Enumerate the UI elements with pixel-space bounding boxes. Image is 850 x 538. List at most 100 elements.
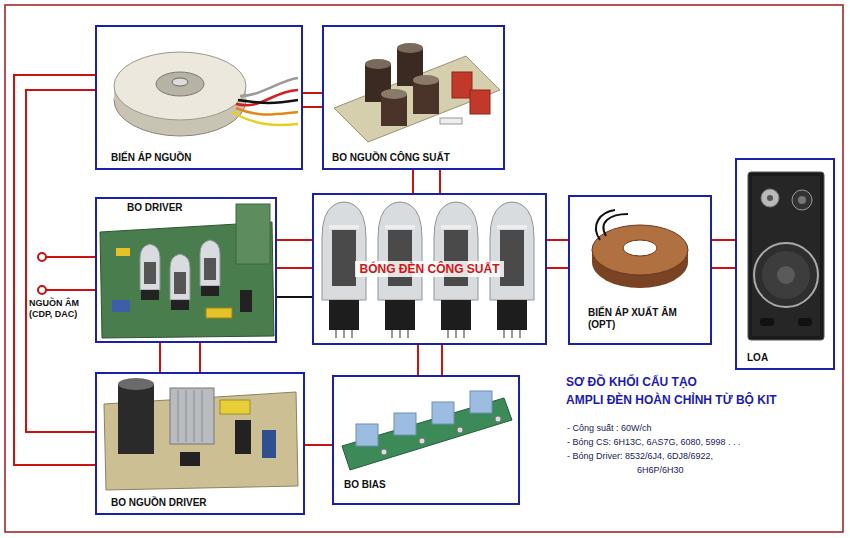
bias-board-photo	[419, 438, 425, 444]
driver-power-board-photo	[220, 400, 250, 414]
toroid-transformer-photo	[236, 90, 298, 105]
driver-power-board-photo	[262, 430, 276, 458]
wire-connector	[712, 239, 735, 241]
outer-frame	[5, 5, 843, 532]
driver-board-photo	[201, 286, 219, 296]
wire-connector	[277, 296, 312, 298]
speaker-photo	[762, 251, 810, 299]
bias-board-photo	[394, 413, 416, 435]
toroid-transformer-photo	[156, 72, 204, 96]
power-supply-board-photo	[470, 90, 490, 114]
power-supply-board-photo	[365, 59, 391, 69]
wire-connector	[712, 267, 735, 269]
bias-board-photo	[356, 424, 378, 446]
output-transformer-photo	[592, 210, 688, 288]
power-tubes-photo	[388, 230, 412, 286]
toroid-transformer-photo	[114, 52, 298, 136]
box-label: BO BIAS	[344, 479, 386, 491]
bias-board-photo	[432, 402, 454, 424]
speaker-photo	[760, 318, 774, 326]
wire-connector	[303, 106, 322, 108]
speaker-photo	[761, 189, 779, 207]
wire-connector	[547, 267, 568, 269]
power-tubes-photo	[385, 300, 415, 330]
input-terminals	[38, 253, 46, 261]
box-label: LOA	[747, 352, 768, 364]
toroid-transformer-photo	[232, 112, 298, 125]
speaker-photo	[754, 243, 818, 307]
component-box: BO NGUỒN CÔNG SUẤT	[322, 25, 505, 170]
driver-board-photo	[206, 308, 232, 318]
input-terminals	[46, 256, 95, 258]
wire-connector	[441, 345, 443, 375]
driver-board-photo	[200, 240, 220, 286]
driver-power-board-photo	[118, 378, 154, 390]
bias-board-photo	[457, 427, 463, 433]
input-terminals	[38, 286, 46, 294]
bias-board-photo	[495, 416, 501, 422]
box-label: BIẾN ÁP NGUỒN	[111, 152, 191, 164]
speaker-photo	[792, 190, 812, 210]
driver-board-photo	[144, 262, 156, 284]
power-tubes-photo	[322, 202, 366, 300]
input-terminals	[46, 289, 95, 291]
power-tubes-photo	[385, 225, 415, 229]
toroid-transformer-photo	[238, 100, 298, 103]
box-label: BIẾN ÁP XUẤT ÂM (OPT)	[588, 307, 698, 331]
power-supply-board-photo	[381, 89, 407, 99]
toroid-transformer-photo	[240, 78, 298, 96]
box-label: BO NGUỒN DRIVER	[111, 497, 207, 509]
output-transformer-photo	[603, 214, 628, 236]
driver-board-photo	[112, 300, 130, 312]
speaker-photo	[748, 172, 824, 340]
toroid-transformer-photo	[236, 108, 298, 115]
speaker-photo	[777, 266, 795, 284]
power-tubes-photo	[490, 202, 534, 300]
driver-board-photo	[204, 258, 216, 280]
power-tubes-photo	[434, 202, 478, 300]
component-box: BO DRIVER	[95, 197, 277, 343]
output-transformer-photo	[592, 225, 688, 275]
speaker-photo	[752, 176, 820, 336]
wire-connector	[439, 170, 441, 193]
wire-connector	[412, 170, 414, 193]
driver-board-photo	[100, 204, 274, 338]
component-box: BO BIAS	[332, 375, 520, 505]
box-label: BO NGUỒN CÔNG SUẤT	[332, 152, 450, 164]
output-transformer-photo	[623, 240, 657, 256]
wire-connector	[14, 75, 95, 465]
power-tubes-photo	[322, 202, 534, 338]
box-label: BÓNG ĐÈN CÔNG SUẤT	[355, 261, 503, 277]
power-tubes-photo	[332, 230, 356, 286]
wire-connector	[26, 90, 95, 432]
component-box: BIẾN ÁP NGUỒN	[95, 25, 303, 170]
power-supply-board-photo	[413, 80, 439, 114]
input-terminals	[38, 253, 95, 294]
power-tubes-photo	[336, 330, 520, 338]
wire-connector	[305, 444, 332, 446]
driver-power-board-photo	[235, 420, 251, 454]
component-box: BIẾN ÁP XUẤT ÂM (OPT)	[568, 195, 712, 345]
wire-connector	[303, 92, 322, 94]
wire-connector	[277, 239, 312, 241]
component-box: LOA	[735, 158, 835, 370]
driver-power-board-photo	[104, 378, 298, 490]
spec-note: - Công suất : 60W/ch	[567, 421, 652, 435]
power-tubes-photo	[497, 300, 527, 330]
input-label: NGUỒN ÂM (CDP, DAC)	[29, 298, 93, 320]
power-tubes-photo	[441, 225, 471, 229]
spec-note: - Bóng Driver: 8532/6J4, 6DJ8/6922, 6H6P…	[567, 449, 747, 477]
spec-note: - Bóng CS: 6H13C, 6AS7G, 6080, 5998 . . …	[567, 435, 741, 449]
power-supply-board-photo	[440, 118, 462, 124]
driver-board-photo	[170, 254, 190, 300]
driver-board-photo	[140, 244, 160, 290]
driver-power-board-photo	[118, 384, 154, 454]
driver-board-photo	[236, 204, 270, 264]
power-tubes-photo	[378, 202, 422, 300]
toroid-transformer-photo	[172, 78, 188, 86]
power-tubes-photo	[497, 225, 527, 229]
wire-connector	[159, 343, 161, 372]
power-tubes-photo	[329, 225, 359, 229]
power-tubes-photo	[441, 300, 471, 330]
